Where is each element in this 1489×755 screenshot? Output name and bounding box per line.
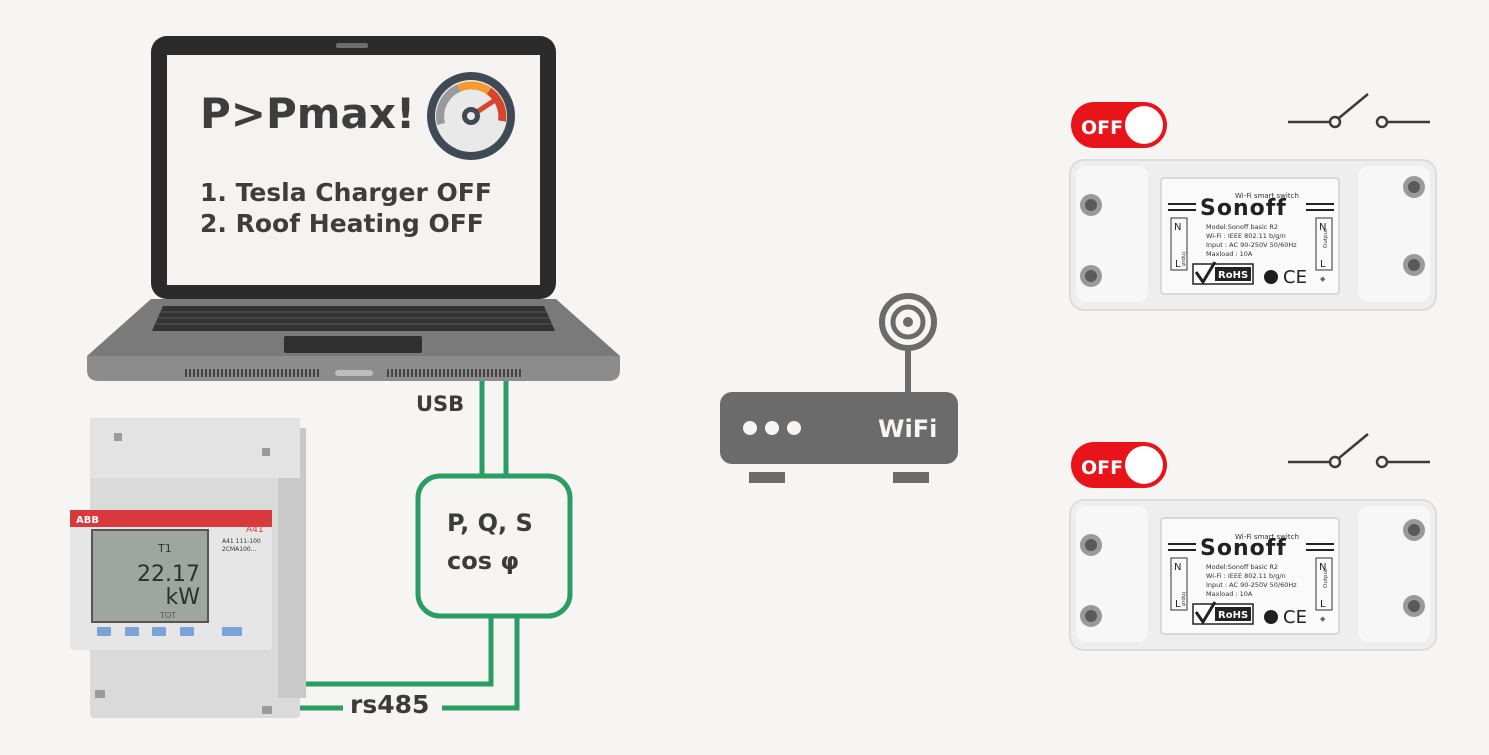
sonoff-input-1: Input <box>1180 252 1186 267</box>
sonoff-ce-2: CE <box>1283 607 1307 628</box>
sonoff-brand-1: Sonoff <box>1200 196 1287 221</box>
sonoff-input-2: Input <box>1180 592 1186 607</box>
sonoff-output-1: Output <box>1323 228 1329 248</box>
toggle-switch-1[interactable]: OFF <box>1071 102 1167 148</box>
router-led-3 <box>787 421 801 435</box>
energy-meter: ABB A41 T1 22.17 kW TOT A41 111-100 2CMA… <box>70 418 306 718</box>
toggle-label-2: OFF <box>1081 457 1123 479</box>
router-body <box>720 392 958 464</box>
router-foot-left <box>749 472 785 483</box>
wifi-icon: ◆ <box>1320 275 1326 283</box>
svg-text:L: L <box>1320 599 1326 610</box>
meter-brand: ABB <box>76 515 99 526</box>
check-icon <box>1194 601 1217 625</box>
meter-red-strip <box>70 510 272 527</box>
meter-button-2 <box>125 627 139 636</box>
sonoff-spec-1-3: Input : AC 90-250V 50/60Hz <box>1206 241 1297 249</box>
sonoff-header-1: Wi-Fi smart switch <box>1235 192 1299 200</box>
meter-button-5 <box>222 627 242 636</box>
laptop-port <box>335 370 373 376</box>
router-antenna-mast <box>905 346 911 394</box>
meter-display-header: T1 <box>157 542 172 555</box>
laptop-touchpad <box>284 336 422 353</box>
wifi-icon: ◆ <box>1320 615 1326 623</box>
usb-label: USB <box>416 392 464 416</box>
sonoff-spec-2-4: Maxload : 10A <box>1206 590 1253 598</box>
toggle-label-1: OFF <box>1081 117 1123 139</box>
sonoff-spec-2-1: Model:Sonoff basic R2 <box>1206 563 1278 571</box>
screw-icon <box>1080 176 1425 287</box>
meter-display-footer: TOT <box>159 611 176 620</box>
meter-buttons <box>97 627 242 636</box>
meter-info-1: A41 111-100 <box>222 538 261 545</box>
svg-text:N: N <box>1319 562 1326 573</box>
sonoff-header-2: Wi-Fi smart switch <box>1235 533 1299 541</box>
sonoff-rohs-2: RoHS <box>1218 610 1248 621</box>
wifi-router: WiFi <box>720 293 958 483</box>
smart-switch-1: OFF Wi-Fi smart switch Sonoff Model:Sono <box>1069 93 1437 311</box>
router-label: WiFi <box>878 415 937 443</box>
sonoff-rohs-1: RoHS <box>1218 270 1248 281</box>
screen-title: P>Pmax! <box>200 89 415 138</box>
sonoff-ce-1: CE <box>1283 267 1307 288</box>
rs485-wire-1 <box>287 618 494 687</box>
screen-action-2: 2. Roof Heating OFF <box>200 209 484 238</box>
laptop-base <box>87 356 620 381</box>
svg-text:L: L <box>1175 599 1181 610</box>
gauge-icon <box>427 72 515 160</box>
sonoff-spec-1-2: Wi-Fi : IEEE 802.11 b/g/n <box>1206 232 1286 240</box>
meter-button-4 <box>180 627 194 636</box>
router-led-1 <box>743 421 757 435</box>
svg-text:N: N <box>1174 562 1181 573</box>
sonoff-brand-2: Sonoff <box>1200 536 1287 561</box>
meter-button-3 <box>152 627 166 636</box>
keyboard-rows <box>156 311 552 325</box>
router-led-2 <box>765 421 779 435</box>
sonoff-spec-2-2: Wi-Fi : IEEE 802.11 b/g/n <box>1206 572 1286 580</box>
sonoff-spec-2-3: Input : AC 90-250V 50/60Hz <box>1206 581 1297 589</box>
screw-icon <box>1080 519 1425 627</box>
svg-text:L: L <box>1320 259 1326 270</box>
check-icon <box>1194 261 1217 285</box>
laptop-camera <box>336 43 368 48</box>
meter-button-1 <box>97 627 111 636</box>
sonoff-output-2: Output <box>1323 568 1329 588</box>
meter-display-unit: kW <box>166 585 201 610</box>
laptop: P>Pmax! 1. Tesla Charger OFF 2. Roof Hea… <box>87 36 620 381</box>
smart-switch-2: OFF Wi-Fi smart switch Sonoff Model:Sono… <box>1069 433 1437 651</box>
processor-line-2: cos φ <box>447 547 519 575</box>
sonoff-spec-1-1: Model:Sonoff basic R2 <box>1206 223 1278 231</box>
processor-box: P, Q, S cos φ <box>415 473 573 619</box>
meter-model: A41 <box>246 525 264 535</box>
svg-text:N: N <box>1174 222 1181 233</box>
sonoff-spec-1-4: Maxload : 10A <box>1206 250 1253 258</box>
rs485-label: rs485 <box>350 690 429 719</box>
connection-lines <box>287 381 520 711</box>
processor-line-1: P, Q, S <box>447 509 533 537</box>
sonoff-button-2[interactable] <box>1264 610 1278 624</box>
router-antenna-ring-inner <box>890 304 926 340</box>
toggle-switch-2[interactable]: OFF <box>1071 442 1167 488</box>
open-switch-symbol-1 <box>1288 93 1430 129</box>
open-switch-symbol-2 <box>1288 433 1430 469</box>
svg-text:N: N <box>1319 222 1326 233</box>
meter-info-2: 2CMA100... <box>222 546 257 553</box>
meter-display <box>91 529 209 623</box>
sonoff-button-1[interactable] <box>1264 270 1278 284</box>
svg-text:L: L <box>1175 259 1181 270</box>
rs485-wire-2 <box>442 618 520 711</box>
screen-action-1: 1. Tesla Charger OFF <box>200 178 492 207</box>
router-foot-right <box>893 472 929 483</box>
meter-display-value: 22.17 <box>137 562 200 587</box>
